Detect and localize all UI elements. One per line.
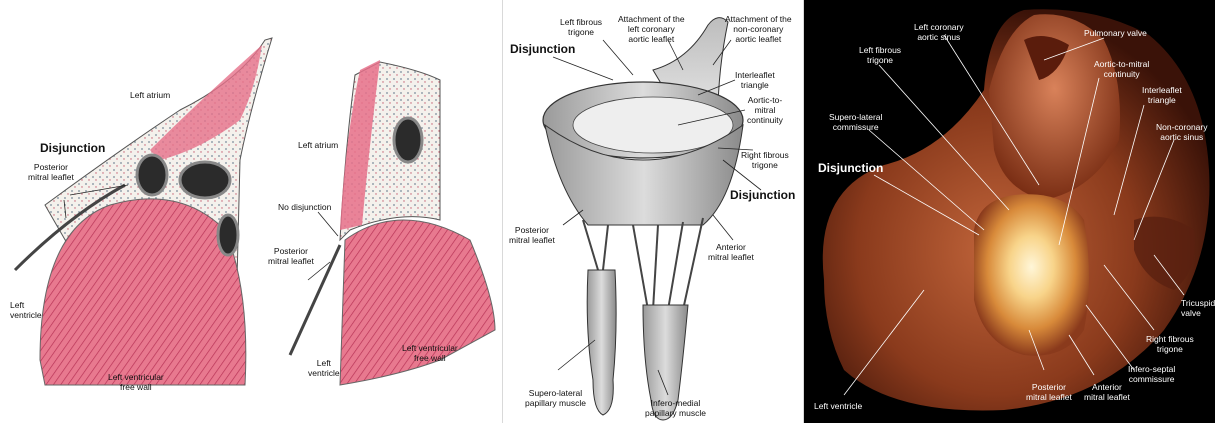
coronary-vessel-2 [180,162,230,198]
label-disjunction: Disjunction [40,141,105,155]
label-disjunction: Disjunction [818,161,883,175]
label-left-atrium-2: Left atrium [298,140,338,150]
mitral-orifice-glow [974,194,1089,355]
label-pulmonary-valve: Pulmonary valve [1084,28,1147,38]
label-no-disjunction: No disjunction [278,202,331,212]
coronary-vessel-3 [218,215,238,255]
label-disjunction-top: Disjunction [510,42,575,56]
coronary-vessel-1 [137,155,167,195]
coronary-vessel-4 [394,118,422,162]
label-left-ventricle: Left ventricle [814,401,862,411]
mitral-apparatus-drawing [503,0,803,423]
label-disjunction-right: Disjunction [730,188,795,202]
pointer-line [318,212,338,236]
label-left-atrium: Left atrium [130,90,170,100]
